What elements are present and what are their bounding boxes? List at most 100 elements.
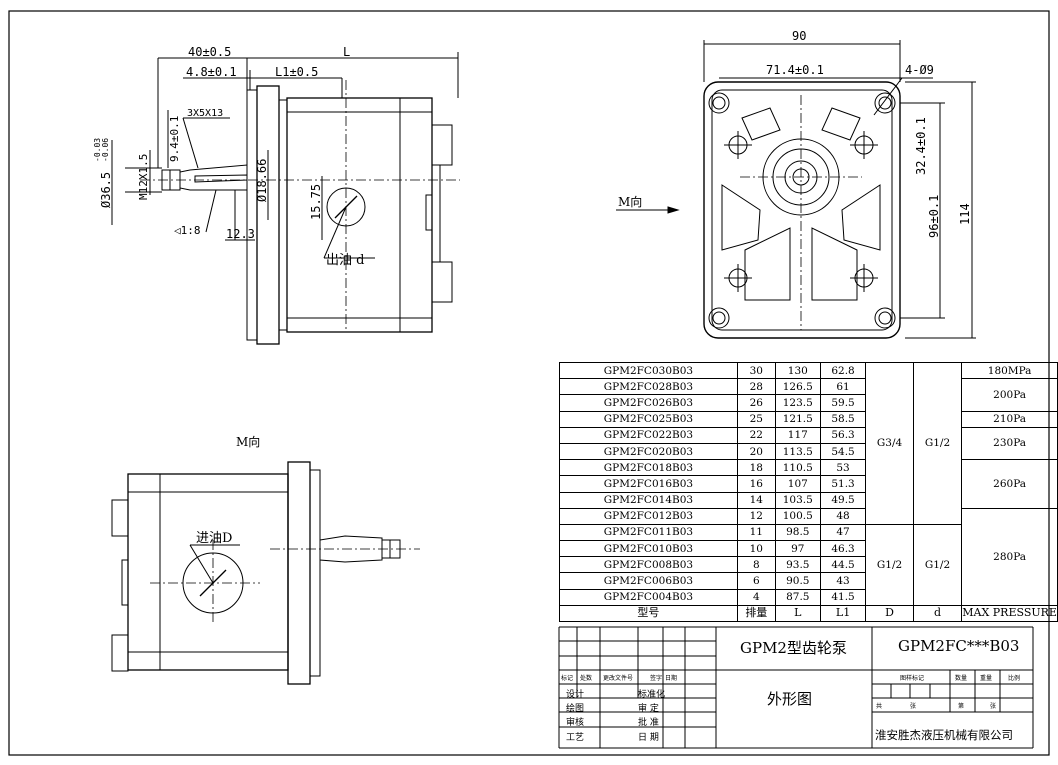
spec-cell-l1: 44.5 — [819, 556, 867, 574]
spec-cell-model: GPM2FC004B03 — [559, 588, 738, 606]
spec-cell-disp: 6 — [736, 572, 776, 590]
spec-cell-l: 103.5 — [774, 491, 821, 509]
spec-cell-disp: 22 — [736, 426, 776, 444]
spec-cell-pressure: 280Pa — [961, 507, 1058, 606]
spec-cell-model: GPM2FC020B03 — [559, 442, 738, 461]
spec-header-d: D — [865, 604, 914, 623]
spec-header-disp: 排量 — [736, 604, 776, 623]
dim-key: 3X5X13 — [187, 108, 223, 119]
spec-cell-l: 107 — [774, 475, 821, 493]
dim-40: 40±0.5 — [188, 45, 231, 59]
dim-holes: 4-Ø9 — [905, 63, 934, 77]
spec-cell-model: GPM2FC008B03 — [559, 556, 738, 574]
dim-m12: M12X1.5 — [137, 154, 150, 200]
spec-cell-l: 100.5 — [774, 507, 821, 525]
tb-header-cell: 签字 — [650, 675, 663, 682]
spec-cell-D: G1/2 — [865, 523, 914, 606]
dim-36-5: Ø36.5 — [99, 172, 113, 208]
spec-cell-l: 87.5 — [774, 588, 821, 606]
spec-cell-l: 126.5 — [774, 378, 821, 396]
dim-32-4: 32.4±0.1 — [914, 117, 928, 175]
spec-cell-l1: 62.8 — [819, 361, 867, 380]
spec-cell-l1: 43 — [819, 572, 867, 590]
spec-cell-model: GPM2FC011B03 — [559, 523, 738, 542]
tb-right-header: 比例 — [1008, 675, 1021, 682]
spec-cell-l1: 58.5 — [819, 410, 867, 428]
m-direction-label: M向 — [618, 194, 642, 209]
spec-cell-model: GPM2FC006B03 — [559, 572, 738, 590]
spec-cell-l1: 54.5 — [819, 442, 867, 461]
dim-71-4: 71.4±0.1 — [766, 63, 824, 77]
spec-cell-disp: 14 — [736, 491, 776, 509]
spec-cell-model: GPM2FC030B03 — [559, 361, 738, 380]
spec-cell-disp: 11 — [736, 523, 776, 542]
spec-cell-model: GPM2FC026B03 — [559, 394, 738, 412]
title-block-lines — [558, 626, 1034, 749]
spec-cell-disp: 30 — [736, 361, 776, 380]
side-view — [111, 52, 460, 345]
spec-cell-disp: 25 — [736, 410, 776, 428]
dim-4-8: 4.8±0.1 — [186, 65, 237, 79]
spec-cell-l: 121.5 — [774, 410, 821, 428]
tb-mid-row: 日 期 — [638, 733, 659, 743]
spec-cell-l: 113.5 — [774, 442, 821, 461]
spec-header-p: MAX PRESSURE — [961, 604, 1058, 623]
spec-cell-model: GPM2FC018B03 — [559, 459, 738, 477]
spec-cell-D: G3/4 — [865, 362, 914, 525]
spec-cell-model: GPM2FC012B03 — [559, 507, 738, 525]
dim-L1: L1±0.5 — [275, 65, 318, 79]
tb-header-cell: 标记 — [561, 675, 574, 682]
dim-15-75: 15.75 — [309, 184, 323, 220]
dim-9-4: 9.4±0.1 — [168, 116, 181, 162]
spec-cell-disp: 26 — [736, 394, 776, 412]
tb-header-cell: 日期 — [665, 675, 678, 682]
tb-right-header: 重量 — [980, 675, 993, 682]
spec-header-l1: L1 — [819, 604, 867, 623]
tb-right-header: 图样标记 — [900, 675, 925, 682]
product-name: GPM2型齿轮泵 — [740, 639, 847, 657]
spec-cell-l: 123.5 — [774, 394, 821, 412]
tb-left-row: 工艺 — [566, 733, 585, 743]
tb-left-row: 绘图 — [566, 704, 585, 714]
spec-cell-l1: 49.5 — [819, 491, 867, 509]
spec-cell-disp: 12 — [736, 507, 776, 525]
spec-cell-disp: 8 — [736, 556, 776, 574]
dim-tol-lo: -0.06 — [101, 138, 110, 162]
dim-96: 96±0.1 — [927, 195, 941, 238]
spec-cell-l: 117 — [774, 426, 821, 444]
spec-header-l: L — [774, 604, 821, 623]
spec-cell-pressure: 180MPa — [961, 361, 1058, 380]
model-code: GPM2FC***B03 — [898, 637, 1020, 655]
spec-cell-model: GPM2FC025B03 — [559, 410, 738, 428]
spec-cell-model: GPM2FC022B03 — [559, 426, 738, 444]
spec-cell-model: GPM2FC028B03 — [559, 378, 738, 396]
spec-header-d: d — [912, 604, 963, 623]
spec-cell-pressure: 200Pa — [961, 378, 1058, 412]
dim-tol-hi: -0.03 — [93, 138, 102, 162]
spec-cell-disp: 28 — [736, 378, 776, 396]
dim-18-66: Ø18.66 — [255, 159, 269, 202]
dim-114: 114 — [958, 203, 972, 225]
spec-cell-l: 97 — [774, 540, 821, 558]
tb-left-row: 设计 — [566, 690, 585, 700]
spec-cell-l1: 46.3 — [819, 540, 867, 558]
spec-cell-l1: 59.5 — [819, 394, 867, 412]
spec-cell-disp: 4 — [736, 588, 776, 606]
tb-right-lower: 张 — [990, 703, 997, 710]
outlet-label: 出油 d — [326, 253, 364, 268]
m-view-title: M向 — [236, 434, 260, 449]
spec-cell-l: 98.5 — [774, 523, 821, 542]
dim-12-3: 12.3 — [226, 227, 255, 241]
tb-right-lower: 共 — [876, 703, 883, 710]
spec-cell-l: 90.5 — [774, 572, 821, 590]
